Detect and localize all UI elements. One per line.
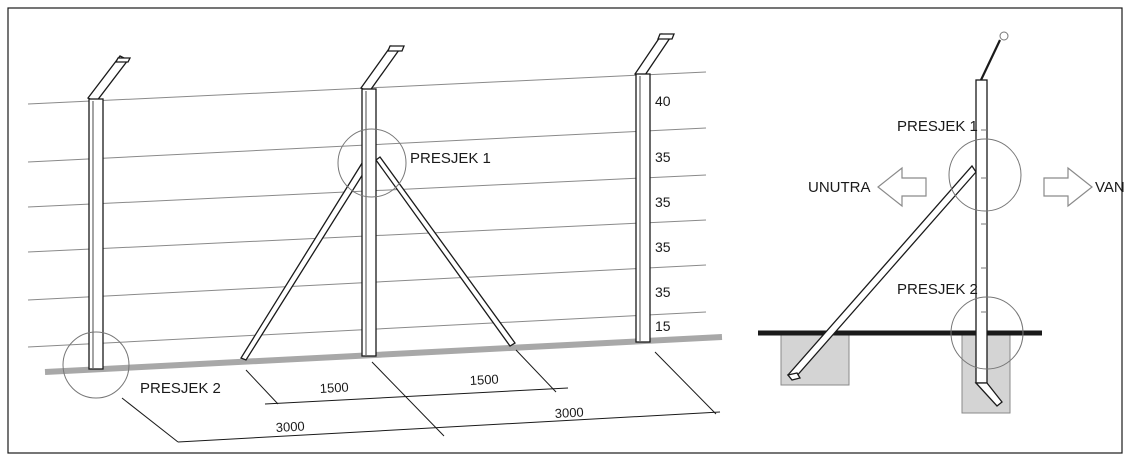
extension-line-4 [515,349,557,393]
arrow-right-icon [1043,166,1093,208]
section-2-label: PRESJEK 2 [140,380,221,397]
side-section-circle-2 [950,296,1024,370]
post-middle-shaft [361,88,377,357]
post-middle [360,45,405,357]
side-section-circle-1 [948,138,1022,212]
spacing-label-2: 35 [655,149,671,165]
drawing-frame [7,7,1123,454]
spacing-label-4: 35 [655,239,671,255]
spacing-label-6: 15 [655,318,671,334]
post-left [87,55,132,370]
post-right-shaft [635,73,651,343]
post-left-arm-end [114,57,132,63]
side-view: PRESJEK 1 PRESJEK 2 UNUTRA VAN [758,31,1125,414]
spacing-label-3: 35 [655,194,671,210]
extension-line-1 [121,397,179,443]
extension-line-5 [654,351,717,415]
arrow-left-icon [877,166,927,208]
spacing-label-1: 40 [655,93,671,109]
section-circle-1 [337,128,407,198]
post-tick-marks [981,129,987,313]
dimension-lines [121,349,721,443]
side-post-arm-tip [999,31,1009,41]
section-circle-2 [62,331,130,399]
dim-label-right-bay: 3000 [554,405,584,421]
brace-right [375,156,516,347]
dim-line-long [177,411,721,443]
extension-line-3 [371,361,445,437]
dim-label-right-half: 1500 [469,372,499,388]
front-view: PRESJEK 1 PRESJEK 2 40 35 35 35 35 15 15… [27,33,723,443]
dim-label-left-half: 1500 [319,380,349,396]
section-1-label: PRESJEK 1 [410,150,491,167]
dim-line-short [264,387,569,405]
post-right-arm-end [657,33,675,40]
spacing-label-5: 35 [655,284,671,300]
extension-line-2 [245,369,279,405]
post-left-shaft [88,98,104,370]
post-right [634,33,675,343]
dim-label-left-bay: 3000 [275,419,305,435]
post-middle-arm-end [387,45,405,52]
side-post-arm [980,39,1001,81]
side-section-2-label: PRESJEK 2 [897,281,978,298]
side-post-foot [974,382,1003,407]
side-brace-foot [786,372,802,381]
outside-label: VAN [1095,179,1125,196]
ground-line [44,334,723,375]
side-section-1-label: PRESJEK 1 [897,118,978,135]
inside-label: UNUTRA [808,179,871,196]
